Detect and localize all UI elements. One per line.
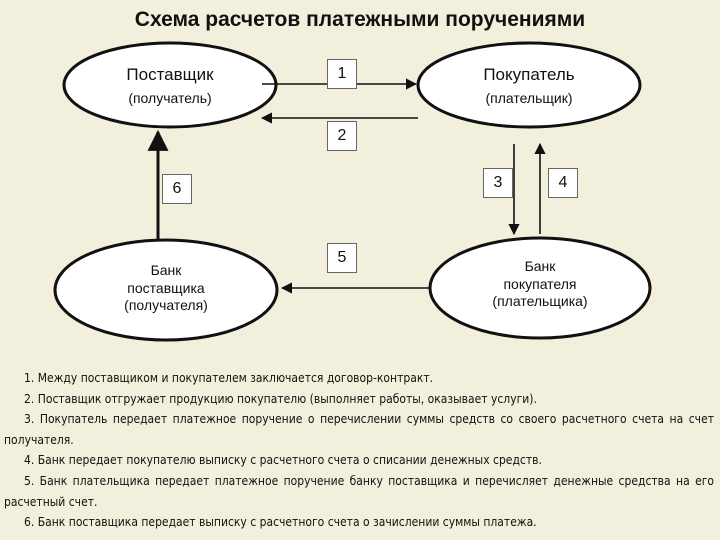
supplier-bank-node — [53, 238, 279, 342]
buyer-name: Покупатель — [483, 65, 575, 84]
arrow-6-label: 6 — [162, 174, 192, 204]
step-item: 1. Между поставщиком и покупателем заклю… — [24, 371, 434, 385]
supplier-node — [62, 41, 278, 129]
step-list: 1. Между поставщиком и покупателем заклю… — [4, 368, 714, 533]
step-item: 6. Банк поставщика передает выписку с ра… — [24, 515, 537, 530]
supplier-bank-line2: поставщика — [127, 279, 205, 296]
buyer-bank-line2: покупателя — [503, 275, 577, 292]
supplier-name: Поставщик — [126, 65, 214, 84]
buyer-bank-label: Банк покупателя (плательщика) — [440, 258, 640, 311]
arrow-4-label: 4 — [548, 168, 578, 198]
supplier-label: Поставщик (получатель) — [70, 64, 270, 108]
step-item: 4. Банк передает покупателю выписку с ра… — [24, 453, 542, 468]
arrow-5-label: 5 — [327, 243, 357, 273]
supplier-bank-line3: (получателя) — [124, 297, 208, 313]
supplier-bank-line1: Банк — [150, 262, 182, 278]
supplier-bank-label: Банк поставщика (получателя) — [66, 262, 266, 315]
buyer-label: Покупатель (плательщик) — [429, 64, 629, 108]
arrow-3-label: 3 — [483, 168, 513, 198]
arrow-1-label: 1 — [327, 59, 357, 89]
page-title: Схема расчетов платежными поручениями — [134, 8, 586, 31]
step-item: 2. Поставщик отгружает продукцию покупат… — [24, 391, 537, 406]
supplier-role: (получатель) — [128, 90, 212, 107]
buyer-bank-line3: (плательщика) — [492, 293, 588, 309]
buyer-node — [416, 41, 642, 129]
step-item: 5. Банк плательщика передает платежное п… — [4, 473, 714, 509]
step-item: 3. Покупатель передает платежное поручен… — [4, 412, 714, 447]
buyer-bank-line1: Банк — [524, 258, 556, 274]
buyer-role: (плательщик) — [485, 90, 573, 107]
arrow-2-label: 2 — [327, 121, 357, 151]
